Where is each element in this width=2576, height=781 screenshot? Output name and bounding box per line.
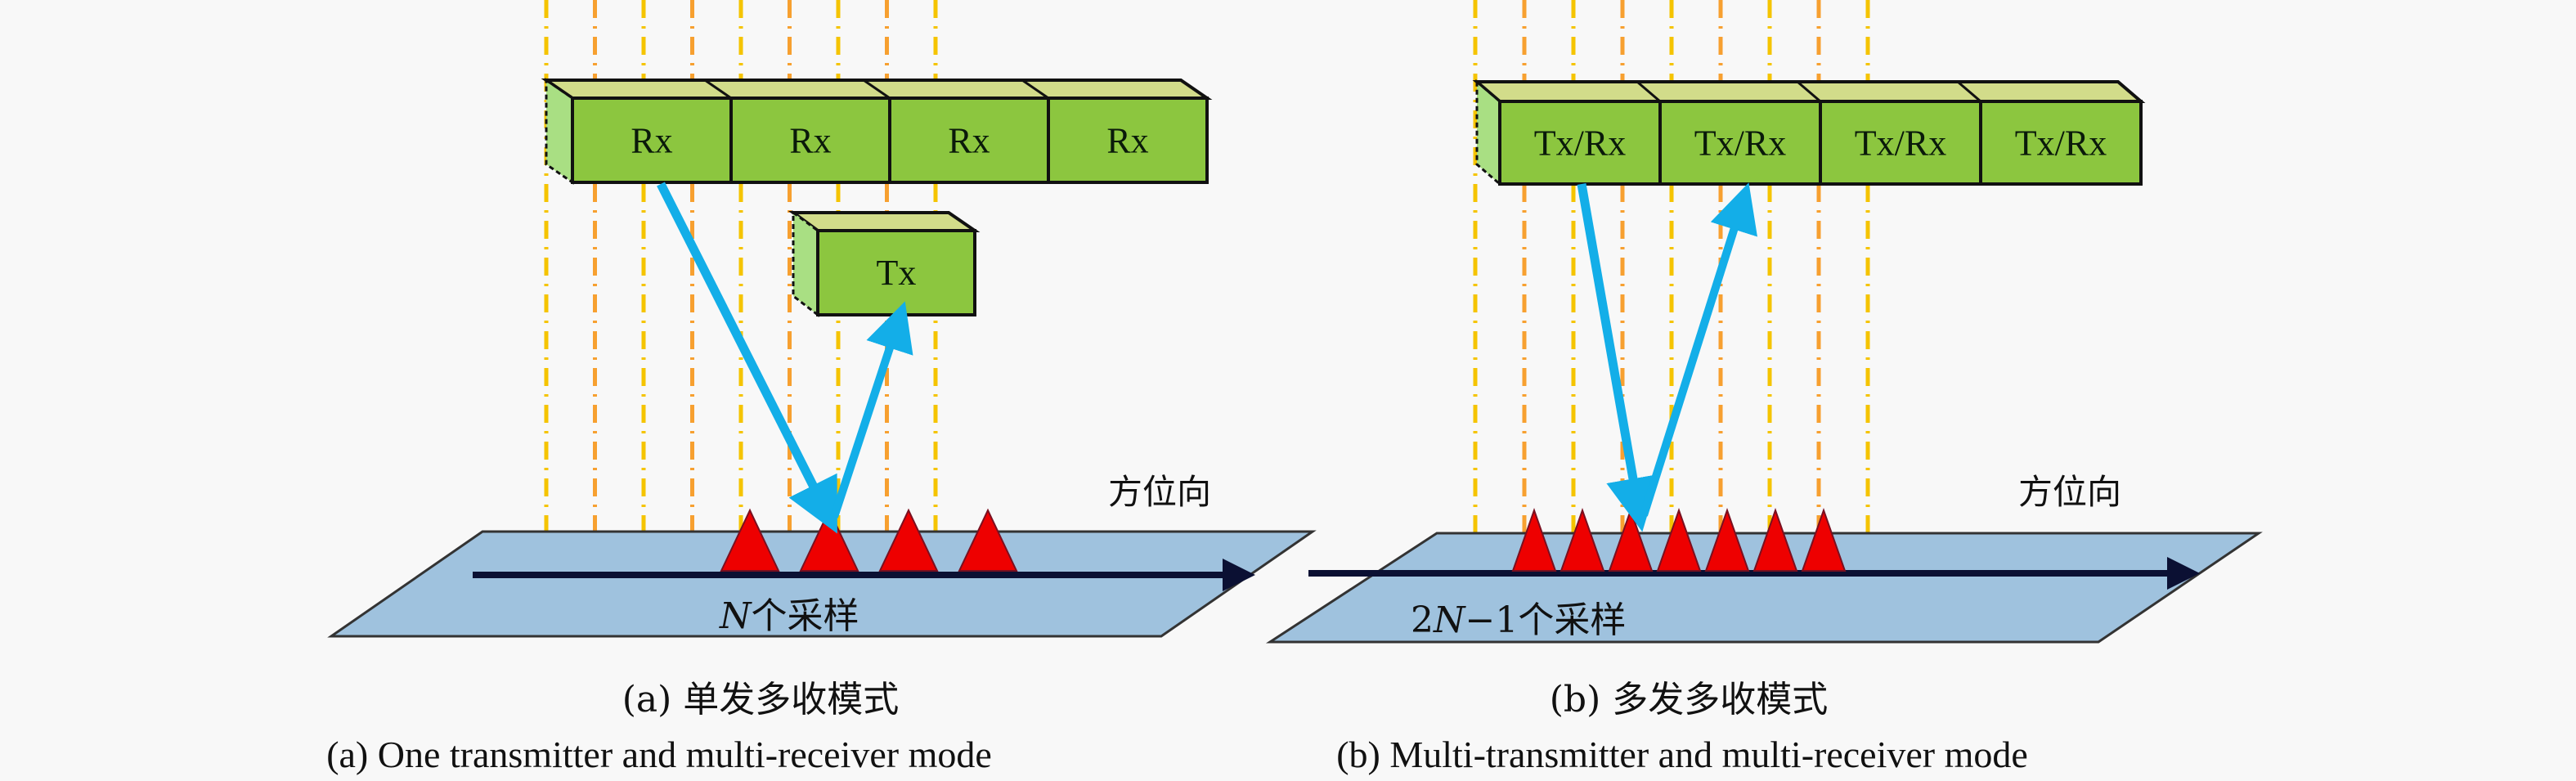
target-marker — [720, 508, 780, 572]
panel-a-transmitter: Tx — [788, 210, 981, 318]
antenna-element: Rx — [863, 79, 1050, 184]
panel-a-ground-plane — [327, 530, 1317, 638]
target-marker — [958, 508, 1018, 572]
antenna-label: Tx/Rx — [2015, 123, 2107, 164]
target-marker — [1704, 507, 1750, 572]
target-marker — [878, 508, 939, 572]
panel-a-targets — [720, 508, 1018, 572]
panel-b-sample-rest: −1个采样 — [1465, 599, 1627, 641]
panel-a-caption-cn: (a) 单发多收模式 — [622, 679, 900, 720]
antenna-element: Tx/Rx — [1476, 80, 1662, 186]
panel-a-sample-n: N — [719, 595, 752, 637]
edge — [1797, 80, 1821, 103]
antenna-front — [888, 97, 1050, 184]
panel-a-receiver-array: Rx Rx Rx Rx — [541, 78, 1213, 185]
edge — [1636, 80, 1661, 103]
panel-b-sample-prefix: 2 — [1411, 599, 1434, 641]
panel-b-beam-down — [1577, 183, 1660, 532]
antenna-front — [1819, 100, 1982, 186]
panel-b: Tx/Rx Tx/Rx Tx/Rx Tx/Rx 方位向 2N−1个采样 (b) 多发多… — [1265, 0, 2263, 775]
panel-a-dash-lines — [544, 0, 938, 564]
antenna-front — [1658, 100, 1822, 186]
antenna-label: Rx — [1106, 121, 1148, 161]
antenna-label: Tx/Rx — [1694, 123, 1786, 164]
panel-a-beam-down — [657, 182, 837, 534]
antenna-element: Tx/Rx — [1797, 80, 1982, 186]
antenna-label: Rx — [631, 121, 672, 161]
antenna-label: Rx — [948, 121, 990, 161]
tx-box-top — [788, 211, 981, 232]
panel-b-sample-n: N — [1433, 599, 1466, 641]
edge — [1021, 79, 1049, 100]
target-marker — [1801, 507, 1847, 572]
panel-b-sample-count: 2N−1个采样 — [1411, 599, 1626, 641]
panel-b-caption-cn: (b) 多发多收模式 — [1550, 679, 1828, 720]
target-marker — [799, 508, 859, 572]
panel-a-beam-up — [830, 301, 913, 518]
edge — [545, 79, 573, 100]
edge — [1476, 80, 1501, 103]
antenna-element: Tx/Rx — [1957, 80, 2143, 186]
panel-b-direction-label: 方位向 — [2018, 472, 2121, 512]
edge — [704, 79, 732, 100]
antenna-element: Rx — [1021, 79, 1209, 184]
antenna-front — [1498, 100, 1662, 186]
panel-b-caption-en: (b) Multi-transmitter and multi-receiver… — [1336, 734, 2028, 775]
panel-a-sample-count: N个采样 — [719, 595, 859, 637]
panel-a: Rx Rx Rx Rx Tx 方位向 N个采样 (a) 单发多收模式 (a) One … — [326, 0, 1317, 775]
panel-a-caption-en: (a) One transmitter and multi-receiver m… — [326, 734, 992, 775]
tx-box-side — [792, 210, 819, 318]
antenna-element: Rx — [704, 79, 891, 184]
panel-b-transceiver-array: Tx/Rx Tx/Rx Tx/Rx Tx/Rx — [1472, 79, 2146, 187]
edge — [1957, 80, 1981, 103]
antenna-label: Rx — [789, 121, 831, 161]
edge — [863, 79, 891, 100]
antenna-label: Tx/Rx — [1534, 123, 1626, 164]
antenna-front — [729, 97, 891, 184]
panel-b-dash-lines — [1473, 0, 1870, 564]
panel-a-direction-label: 方位向 — [1108, 472, 1211, 512]
tx-label: Tx — [877, 253, 917, 293]
target-marker — [1752, 507, 1798, 572]
antenna-front — [1979, 100, 2143, 186]
antenna-label: Tx/Rx — [1855, 123, 1946, 164]
antenna-element: Tx/Rx — [1636, 80, 1822, 186]
panel-b-beam-up — [1640, 182, 1757, 517]
target-marker — [1656, 507, 1702, 572]
panel-b-targets — [1511, 507, 1847, 572]
target-marker — [1608, 507, 1654, 572]
target-marker — [1560, 507, 1605, 572]
target-marker — [1511, 507, 1557, 572]
antenna-front — [1047, 97, 1209, 184]
panel-a-sample-rest: 个采样 — [752, 595, 859, 637]
